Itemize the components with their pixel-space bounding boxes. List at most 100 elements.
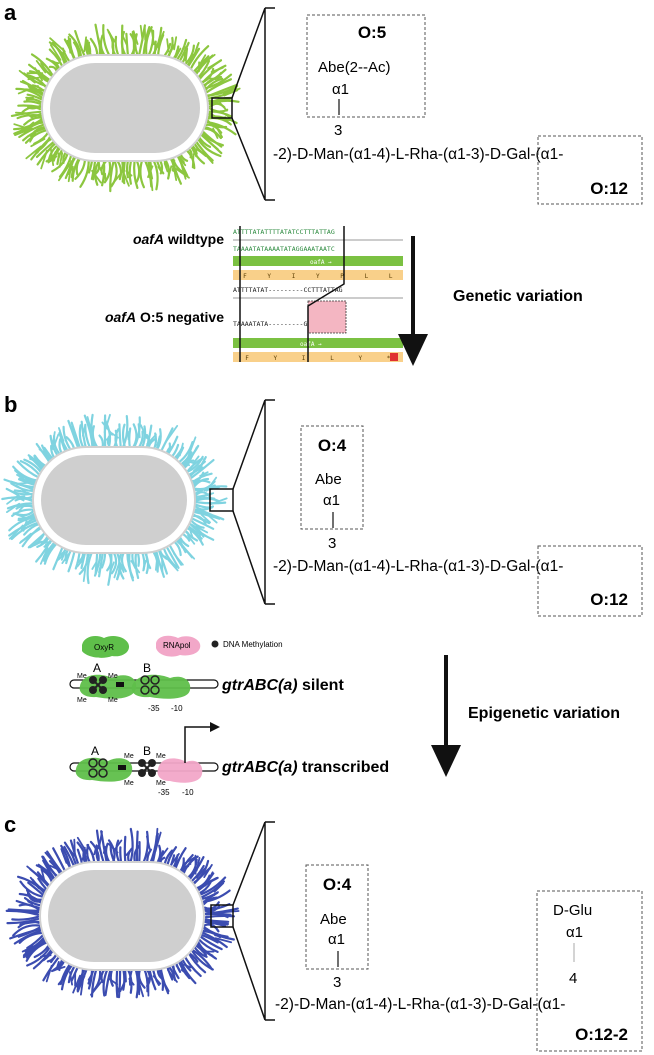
fimbria-branch <box>104 172 107 182</box>
fimbria <box>109 844 116 864</box>
fimbria <box>199 933 219 944</box>
fimbria <box>23 100 42 105</box>
panel-b-antigen-label: O:4 <box>318 436 347 455</box>
fimbria-branch <box>16 473 25 480</box>
fimbria <box>25 98 42 103</box>
fimbria-branch <box>125 850 131 856</box>
fimbria <box>94 23 104 58</box>
fimbria <box>193 508 225 521</box>
fimbria-branch <box>127 430 130 441</box>
fimbria-branch <box>192 43 199 60</box>
panel-b-fimbriae <box>1 413 228 586</box>
fimbria <box>135 160 141 183</box>
transcribed-site-a-unmethyl <box>88 758 108 778</box>
fimbria-branch <box>18 69 36 84</box>
fimbria <box>207 116 232 126</box>
fimbria-branch <box>213 122 223 138</box>
epigenetic-variation-label: Epigenetic variation <box>468 705 620 722</box>
fimbria-branch <box>29 876 40 889</box>
panel-c-glu-sugar: D-Glu <box>553 902 592 919</box>
fimbria <box>27 881 46 897</box>
oafa-wildtype-gene: oafA <box>133 231 164 247</box>
fimbria <box>120 30 126 56</box>
panel-a-antigen-label: O:5 <box>358 23 386 42</box>
transcribed-suffix: transcribed <box>298 759 390 776</box>
fimbria-branch <box>183 963 192 969</box>
fimbria-branch <box>192 455 200 465</box>
fimbria-branch <box>70 165 74 179</box>
fimbria <box>18 123 46 139</box>
fimbria-branch <box>69 971 73 986</box>
genetic-arrow-head <box>398 334 428 366</box>
oafa-wildtype-label: oafA wildtype <box>133 231 224 247</box>
transcribed-minus35: -35 <box>158 788 170 797</box>
fimbria-branch <box>18 504 26 512</box>
silent-gatc-mark <box>116 682 124 687</box>
silent-label: gtrABC(a) silent <box>221 677 344 694</box>
fimbria-branch <box>208 141 219 151</box>
fimbria-branch <box>214 922 229 926</box>
fimbria <box>128 160 132 185</box>
amino-acid: F <box>245 355 249 362</box>
oafa-negative-label: oafA O:5 negative <box>105 309 224 325</box>
fimbria-branch <box>179 161 187 180</box>
fimbria <box>114 428 120 449</box>
panel-b-bracket-ticks <box>265 399 275 605</box>
transcribed-me-3: Me <box>124 780 134 787</box>
transcribed-minus10: -10 <box>182 788 194 797</box>
fimbria-branch <box>205 872 215 885</box>
fimbria <box>19 920 40 926</box>
fimbria <box>101 159 106 187</box>
fimbria <box>13 118 43 131</box>
neg-seq-bottom: TAAAATATA---------GGAAATAATC <box>233 320 343 328</box>
panel-a-bacterium <box>10 23 241 193</box>
fimbria-branch <box>206 514 218 524</box>
fimbria-branch <box>108 978 119 986</box>
fimbria-branch <box>187 436 197 458</box>
fimbria-branch <box>29 458 40 464</box>
wt-translation-bar <box>233 270 403 280</box>
fimbria <box>194 485 228 495</box>
fimbria <box>200 931 228 949</box>
fimbria-branch <box>27 900 34 905</box>
silent-me-2: Me <box>108 673 118 680</box>
fimbria <box>15 899 41 909</box>
silent-me-1: Me <box>77 673 87 680</box>
fimbria <box>8 516 38 532</box>
fimbria <box>198 876 227 896</box>
fimbria <box>7 908 40 912</box>
panel-a-linkage: α1 <box>332 81 349 98</box>
fimbria-branch <box>203 492 215 498</box>
fimbria <box>203 923 220 933</box>
fimbria <box>206 83 238 98</box>
fimbria <box>13 929 43 945</box>
amino-acid: Y <box>274 355 278 362</box>
fimbria <box>126 551 134 579</box>
fimbria-branch <box>121 33 128 47</box>
fimbria <box>125 160 129 179</box>
fimbria-branch <box>166 38 170 53</box>
fimbria-branch <box>219 110 231 119</box>
fimbria-branch <box>192 464 201 472</box>
fimbria-branch <box>52 962 64 971</box>
panel-c-galactose-antigen: O:12-2 <box>575 1025 628 1044</box>
fimbria-branch <box>72 974 81 994</box>
fimbria <box>204 123 223 134</box>
fimbria-branch <box>102 846 106 854</box>
fimbria-branch <box>209 497 228 505</box>
fimbria <box>102 968 109 997</box>
panel-b-zoom-box <box>209 488 234 512</box>
fimbria-branch <box>101 421 114 436</box>
fimbria-branch <box>130 560 141 574</box>
fimbria <box>120 551 127 573</box>
fimbria-branch <box>33 540 43 547</box>
fimbria-branch <box>157 30 165 48</box>
transcribed-me-1: Me <box>124 753 134 760</box>
fimbria-branch <box>125 170 133 177</box>
fimbria <box>190 516 215 530</box>
fimbria <box>194 496 216 501</box>
legend-rnapol-label: RNApol <box>163 641 191 650</box>
fimbria <box>202 75 223 89</box>
fimbria <box>110 551 118 575</box>
amino-acid: L <box>365 273 369 280</box>
